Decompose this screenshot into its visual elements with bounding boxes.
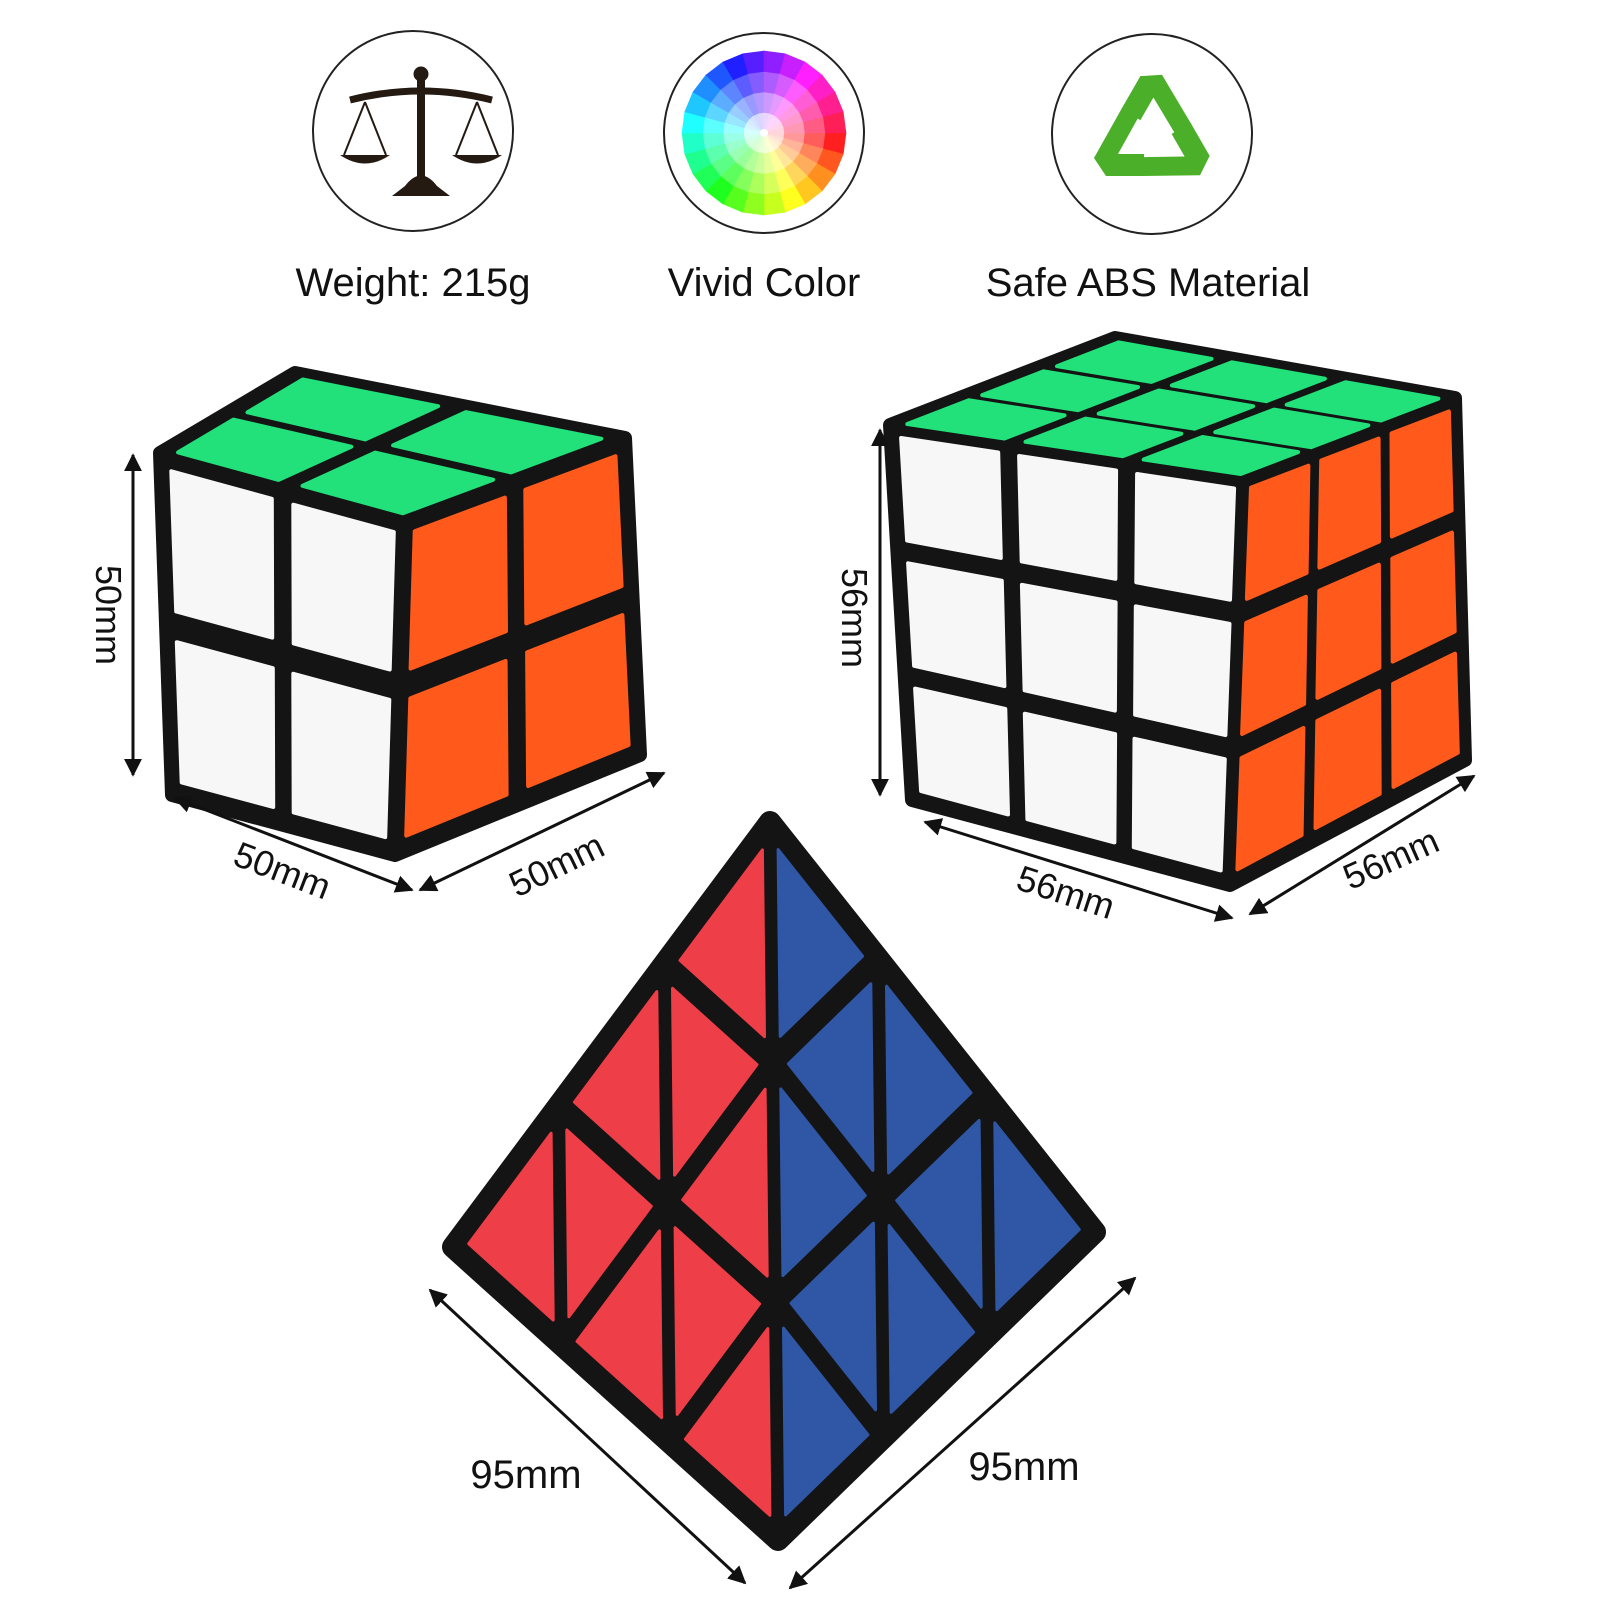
pyraminx-sticker-right [776,848,865,1038]
cube-3x3-sticker-side [1317,436,1382,570]
cube-3x3-sticker-side [1240,594,1308,736]
cube-2x2-sticker-front [291,671,392,840]
cube-3x3-sticker-top [1169,360,1327,404]
cube-3x3-sticker-top [980,369,1140,413]
recycle-icon [1094,65,1216,201]
cube-2x2-sticker-top [176,417,354,482]
cube-3x3-sticker-top [1284,380,1441,423]
cube-2x2-height-label: 50mm [88,565,129,665]
feature-label-material: Safe ABS Material [986,261,1311,305]
cube-2x2-sticker-side [523,454,624,626]
cube-3x3-sticker-front [1134,472,1237,602]
cube-3x3-sticker-front [1022,711,1118,845]
cube-3x3-sticker-front [1133,604,1232,738]
pyraminx-sticker-left [678,848,766,1039]
pyraminx-right-edge-label: 95mm [968,1445,1079,1489]
pyraminx-sticker-left [467,1131,555,1322]
pyraminx-sticker-left [572,990,661,1180]
balance-scale-icon [340,66,502,196]
cube-2x2-sticker-side [525,613,631,788]
cube-2x2: 50mm 50mm 50mm [88,366,666,907]
cube-3x3-sticker-top [1096,388,1256,431]
cube-3x3-sticker-front [899,436,1003,560]
cube-3x3-sticker-side [1315,562,1382,700]
pyraminx-sticker-right [993,1121,1081,1312]
cube-2x2-sticker-front [169,469,275,640]
pyraminx-sticker-right [895,1118,983,1309]
cube-3x3-sticker-top [905,398,1067,441]
pyraminx-sticker-right [779,1087,867,1278]
cube-3x3-sticker-top [1055,340,1214,384]
cube-3x3-sticker-side [1391,651,1460,789]
cube-2x2-sticker-front [291,502,396,672]
cube-3x3-sticker-top [1213,407,1371,450]
cube-2x2-sticker-top [245,377,441,442]
feature-weight: Weight: 215g [296,30,531,305]
pyraminx: 95mm 95mm [428,811,1137,1590]
cube-3x3-width-label: 56mm [1012,857,1120,927]
pyraminx-sticker-right [786,982,875,1172]
cube-2x2-sticker-front [174,640,276,809]
cube-2x2-width-label: 50mm [228,833,336,907]
pyraminx-sticker-left [681,1087,769,1278]
color-wheel-icon [681,50,847,216]
pyraminx-sticker-left [565,1128,653,1319]
color-wheel-segment [823,111,847,134]
cube-3x3-sticker-front [1019,582,1118,713]
cube-2x2-sticker-side [408,495,508,671]
cube-2x2-sticker-top [300,450,496,516]
cube-3x3-sticker-top [1141,435,1301,476]
feature-color: Vivid Color [663,32,865,305]
cube-3x3-sticker-side [1390,530,1457,664]
cube-3x3-sticker-front [1131,736,1227,873]
cube-3x3: 56mm 56mm 56mm [834,331,1476,927]
cube-2x2-depth-label: 50mm [503,824,611,905]
cube-3x3-sticker-front [913,686,1010,817]
cube-3x3-depth-label: 56mm [1337,820,1445,898]
feature-material: Safe ABS Material [986,33,1311,305]
cube-3x3-sticker-side [1244,463,1311,601]
cube-3x3-sticker-front [906,561,1007,689]
cube-3x3-sticker-front [1017,454,1119,581]
pyraminx-sticker-right [885,984,973,1175]
cube-3x3-height-label: 56mm [834,568,875,668]
pyraminx-sticker-left [671,986,759,1177]
feature-label-weight: Weight: 215g [296,261,531,305]
cube-3x3-sticker-top [1023,416,1184,459]
cube-2x2-sticker-top [391,410,604,475]
pyraminx-left-edge-label: 95mm [470,1453,581,1497]
feature-label-color: Vivid Color [668,261,861,305]
cube-3x3-sticker-side [1389,409,1454,539]
